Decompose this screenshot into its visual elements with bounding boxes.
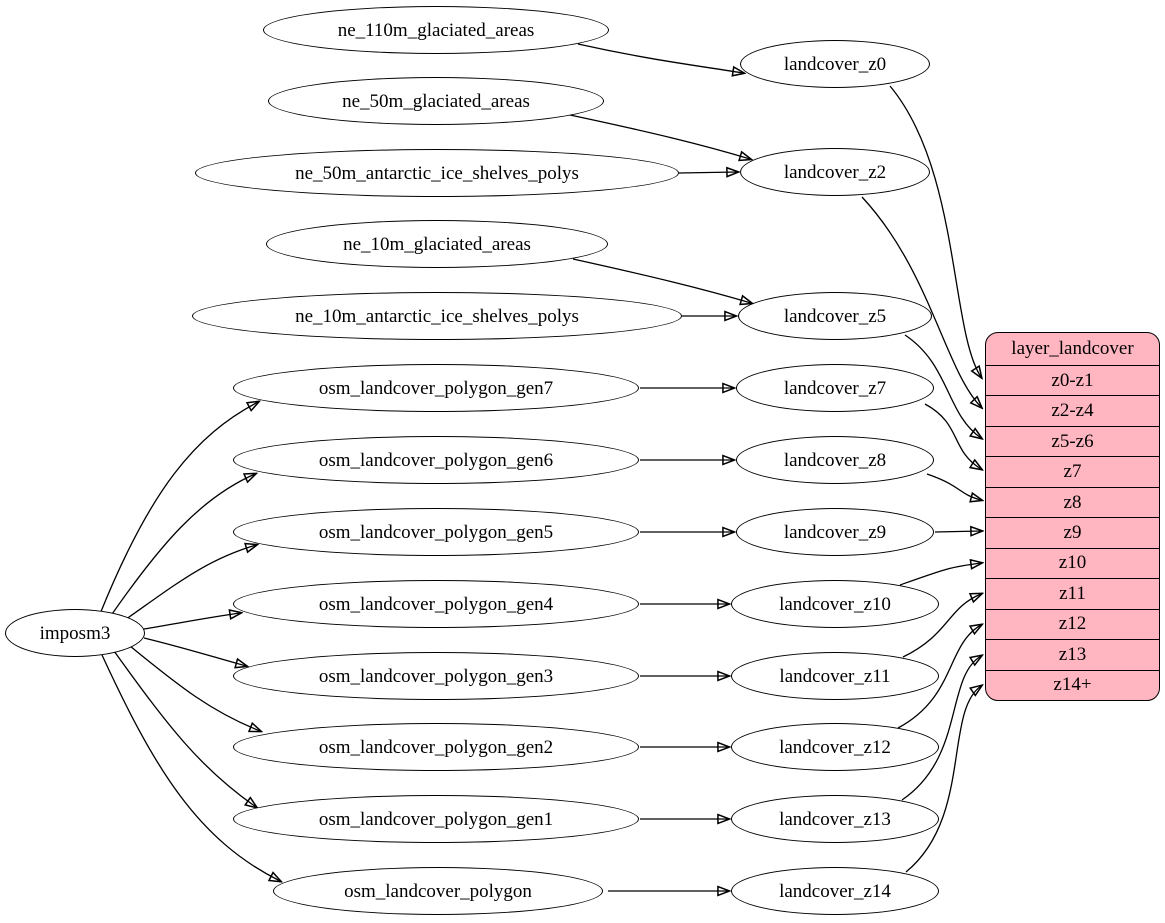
edge-imposm3-gen3 <box>143 637 246 666</box>
node-landcover-z8: landcover_z8 <box>736 436 934 484</box>
edge-imposm3-gen7 <box>99 402 258 615</box>
node-landcover-z14: landcover_z14 <box>731 867 939 915</box>
node-osm-landcover-polygon: osm_landcover_polygon <box>273 867 603 915</box>
node-osm-landcover-polygon-gen5: osm_landcover_polygon_gen5 <box>233 508 639 556</box>
layer-table-row-z5-z6: z5-z6 <box>986 427 1159 458</box>
layer-table-row-z12: z12 <box>986 610 1159 641</box>
node-ne-10m-antarctic-ice-shelves-polys: ne_10m_antarctic_ice_shelves_polys <box>192 292 682 340</box>
node-osm-landcover-polygon-gen2: osm_landcover_polygon_gen2 <box>233 723 639 771</box>
edge-z11-row <box>902 594 981 658</box>
node-ne-10m-glaciated-areas: ne_10m_glaciated_areas <box>266 220 608 268</box>
node-osm-landcover-polygon-gen7: osm_landcover_polygon_gen7 <box>233 364 639 412</box>
layer-table-row-z10: z10 <box>986 549 1159 580</box>
edge-z2-row <box>861 196 981 407</box>
node-ne-110m-glaciated-areas: ne_110m_glaciated_areas <box>263 6 609 54</box>
node-ne-50m-antarctic-ice-shelves-polys: ne_50m_antarctic_ice_shelves_polys <box>195 149 679 197</box>
edge-imposm3-gen5 <box>121 545 256 623</box>
layer-table-row-z13: z13 <box>986 640 1159 671</box>
node-landcover-z2: landcover_z2 <box>740 148 930 196</box>
edge-imposm3-gen2 <box>129 645 260 731</box>
node-osm-landcover-polygon-gen3: osm_landcover_polygon_gen3 <box>233 652 639 700</box>
edge-z7-row <box>924 403 981 469</box>
edge-z8-row <box>926 473 981 500</box>
edge-imposm3-gen1 <box>113 650 256 807</box>
edge-z5-row <box>904 334 981 438</box>
edge-ne10m-z5 <box>572 258 751 303</box>
layer-table-title: layer_landcover <box>986 333 1159 366</box>
layer-table-row-z14plus: z14+ <box>1053 674 1092 696</box>
edge-z9-row <box>934 531 981 532</box>
node-ne-50m-glaciated-areas: ne_50m_glaciated_areas <box>268 77 604 125</box>
edge-ne110m-z0 <box>577 43 743 73</box>
layer-table-row-z9: z9 <box>986 518 1159 549</box>
layer-landcover-table: layer_landcover z0-z1 z2-z4 z5-z6 z7 z8 … <box>985 332 1160 701</box>
edge-z0-row <box>889 85 981 377</box>
node-osm-landcover-polygon-gen4: osm_landcover_polygon_gen4 <box>233 580 639 628</box>
node-landcover-z9: landcover_z9 <box>736 508 934 556</box>
node-landcover-z12: landcover_z12 <box>731 723 939 771</box>
layer-table-row-z8: z8 <box>986 488 1159 519</box>
node-osm-landcover-polygon-gen6: osm_landcover_polygon_gen6 <box>233 436 639 484</box>
layer-table-row-z7: z7 <box>986 457 1159 488</box>
edge-ne50mant-z2 <box>678 172 737 173</box>
edge-z10-row <box>899 563 981 586</box>
node-imposm3: imposm3 <box>5 609 145 657</box>
edge-z14-row <box>905 686 981 873</box>
layer-table-row-z11: z11 <box>986 579 1159 610</box>
node-landcover-z10: landcover_z10 <box>731 580 939 628</box>
node-landcover-z0: landcover_z0 <box>740 40 930 88</box>
node-landcover-z11: landcover_z11 <box>731 652 939 700</box>
node-landcover-z13: landcover_z13 <box>731 795 939 843</box>
edge-ne50m-z2 <box>569 114 750 159</box>
edge-imposm3-gen6 <box>109 474 255 618</box>
node-osm-landcover-polygon-gen1: osm_landcover_polygon_gen1 <box>233 795 639 843</box>
layer-table-row-z0-z1: z0-z1 <box>986 366 1159 397</box>
layer-table-row-z2-z4: z2-z4 <box>986 396 1159 427</box>
node-landcover-z5: landcover_z5 <box>738 292 932 340</box>
edge-z13-row <box>901 656 981 801</box>
edge-imposm3-polygon <box>101 654 280 881</box>
edge-z12-row <box>897 625 981 729</box>
node-landcover-z7: landcover_z7 <box>736 364 934 412</box>
edge-imposm3-gen4 <box>143 613 240 630</box>
